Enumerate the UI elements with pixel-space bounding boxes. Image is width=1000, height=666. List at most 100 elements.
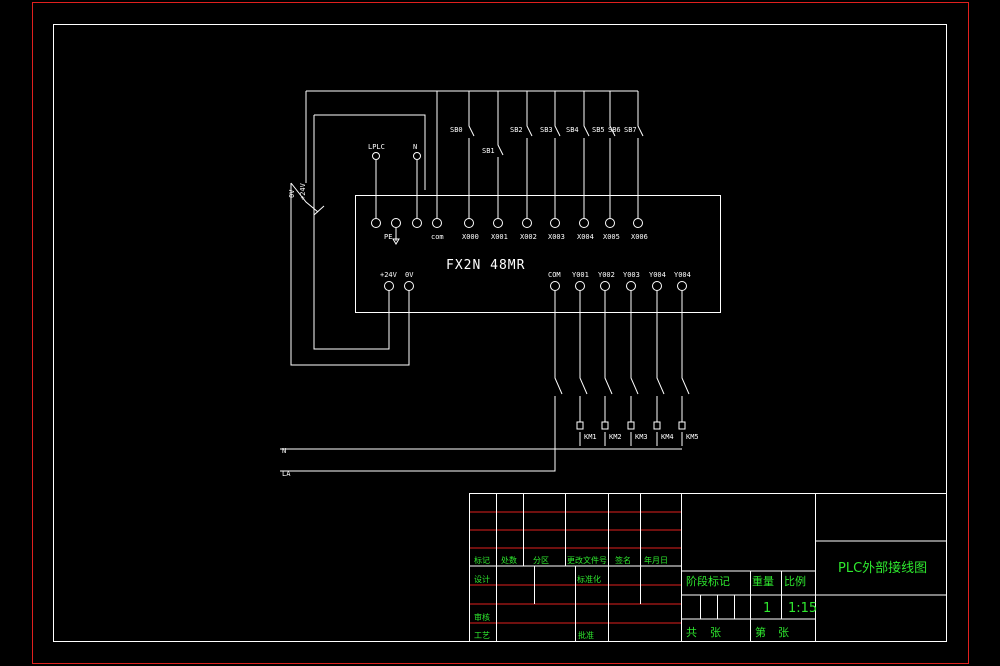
terminal-lplc [371,218,381,228]
lplc-source [372,152,380,160]
tb-weight: 重量 [752,574,774,588]
switch-sb4 [583,91,590,218]
tb-process: 工艺 [474,631,490,640]
terminal-out-com [550,281,560,291]
terminal-y002 [600,281,610,291]
label-pe: PE [384,233,392,241]
terminal-n [412,218,422,228]
label-y004: Y004 [649,271,666,279]
tb-page: 第 [755,625,766,639]
label-sb0: SB0 [450,126,463,134]
label-0v: 0V [405,271,414,279]
terminal-y004b [677,281,687,291]
plc-model: FX2N 48MR [446,258,525,273]
label-sb7: SB7 [624,126,637,134]
output-branches [280,291,690,472]
output-km4 [656,291,665,446]
output-terminals [550,281,687,291]
title-block [469,493,947,642]
label-24v-supply: +24V [299,182,307,200]
label-x003: X003 [548,233,565,241]
terminal-y001 [575,281,585,291]
label-y004b: Y004 [674,271,691,279]
tb-page-unit: 张 [778,626,789,639]
terminal-pe [391,218,401,228]
terminal-x005 [605,218,615,228]
output-km3 [630,291,639,446]
tb-header-zone: 分区 [533,556,549,565]
dc-top-wire [314,114,426,190]
tb-header-mark: 标记 [474,555,490,565]
terminal-y004 [652,281,662,291]
label-km3: KM3 [635,433,648,441]
terminal-x004 [579,218,589,228]
terminal-y003 [626,281,636,291]
switch-sb5 [609,91,616,218]
tb-design: 设计 [474,574,490,584]
inner-border [53,24,947,642]
tb-header-count: 处数 [501,555,517,565]
dc-switch [290,182,319,213]
label-y002: Y002 [598,271,615,279]
label-x000: X000 [462,233,479,241]
title-block-text: 标记 处数 分区 更改文件号 签名 年月日 设计 标准化 审核 工艺 批准 阶段… [474,555,927,640]
tb-total: 共 [686,626,697,639]
switch-sb0 [468,91,475,218]
terminal-24v [384,281,394,291]
tb-scale: 1:15 [788,601,817,616]
n-source [413,152,421,160]
output-km1 [579,291,588,446]
tb-standardize: 标准化 [577,574,601,584]
label-km2: KM2 [609,433,622,441]
label-x005: X005 [603,233,620,241]
plc-body [355,195,721,313]
label-y001: Y001 [572,271,589,279]
terminal-x000 [464,218,474,228]
terminal-0v [404,281,414,291]
tb-approve: 批准 [578,630,594,640]
tb-quantity: 1 [763,601,771,616]
label-km1: KM1 [584,433,597,441]
input-switches [468,91,644,218]
label-x004: X004 [577,233,594,241]
tb-sheet: 张 [710,626,721,639]
label-com: com [431,233,444,241]
label-km5: KM5 [686,433,699,441]
terminal-x006 [633,218,643,228]
terminal-com [432,218,442,228]
label-sb6: SB6 [608,126,621,134]
label-y003: Y003 [623,271,640,279]
label-x002: X002 [520,233,537,241]
label-sb4: SB4 [566,126,579,134]
label-0v-supply: 0V [288,189,296,198]
label-24v: +24V [380,271,398,279]
label-n-plc: N [413,143,417,151]
label-x006: X006 [631,233,648,241]
switch-sb2 [526,91,533,218]
output-km2 [604,291,613,446]
tb-header-doc: 更改文件号 [567,555,607,565]
terminal-x003 [550,218,560,228]
tb-scale-label: 比例 [784,574,806,588]
tb-drawing-title: PLC外部接线图 [838,560,927,576]
dc-zero-wire [290,183,410,366]
switch-sb1 [497,91,504,218]
outer-border [32,2,969,664]
input-common-bus [305,90,638,218]
label-sb5: SB5 [592,126,605,134]
switch-sb3 [554,91,561,218]
label-sb1: SB1 [482,147,495,155]
label-km4: KM4 [661,433,674,441]
label-la-mains: LA [282,470,291,478]
switch-sb7 [637,91,644,218]
label-x001: X001 [491,233,508,241]
label-lplc: LPLC [368,143,385,151]
tb-review: 审核 [474,612,490,622]
tb-header-sign: 签名 [615,555,631,565]
label-out-com: COM [548,271,561,279]
top-terminals [371,218,643,228]
label-sb2: SB2 [510,126,523,134]
tb-header-date: 年月日 [644,555,668,565]
